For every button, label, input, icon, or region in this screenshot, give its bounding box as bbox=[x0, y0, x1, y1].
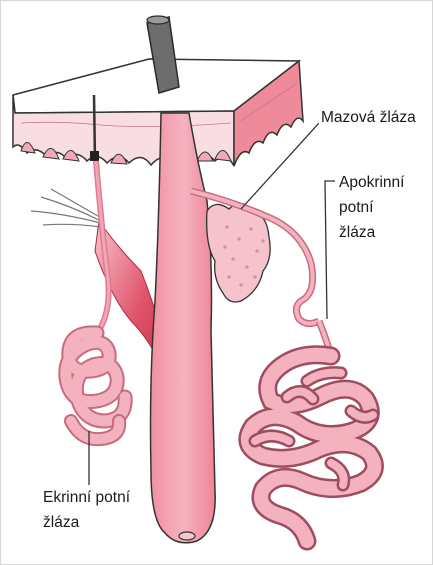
apocrine-sweat-gland bbox=[248, 355, 375, 541]
label-eccrine-line1: Ekrinní potní bbox=[43, 488, 130, 507]
label-eccrine-gland: Ekrinní potní žláza bbox=[41, 488, 132, 532]
nerve-fibers bbox=[31, 189, 103, 227]
sebaceous-gland bbox=[207, 203, 270, 302]
label-eccrine-line2: žláza bbox=[43, 513, 130, 532]
label-apocrine-line1: Apokrinní bbox=[339, 173, 404, 192]
leader-apocrine bbox=[325, 181, 335, 319]
label-apocrine-gland: Apokrinní potní žláza bbox=[337, 173, 406, 242]
label-sebaceous-text: Mazová žláza bbox=[321, 109, 416, 126]
label-sebaceous-gland: Mazová žláza bbox=[319, 108, 418, 127]
label-apocrine-line3: žláza bbox=[339, 223, 404, 242]
hair-follicle bbox=[151, 113, 216, 543]
eccrine-duct-pore bbox=[90, 151, 99, 161]
eccrine-sweat-gland bbox=[66, 333, 125, 439]
label-apocrine-line2: potní bbox=[339, 198, 404, 217]
hair-bulb bbox=[179, 532, 195, 540]
